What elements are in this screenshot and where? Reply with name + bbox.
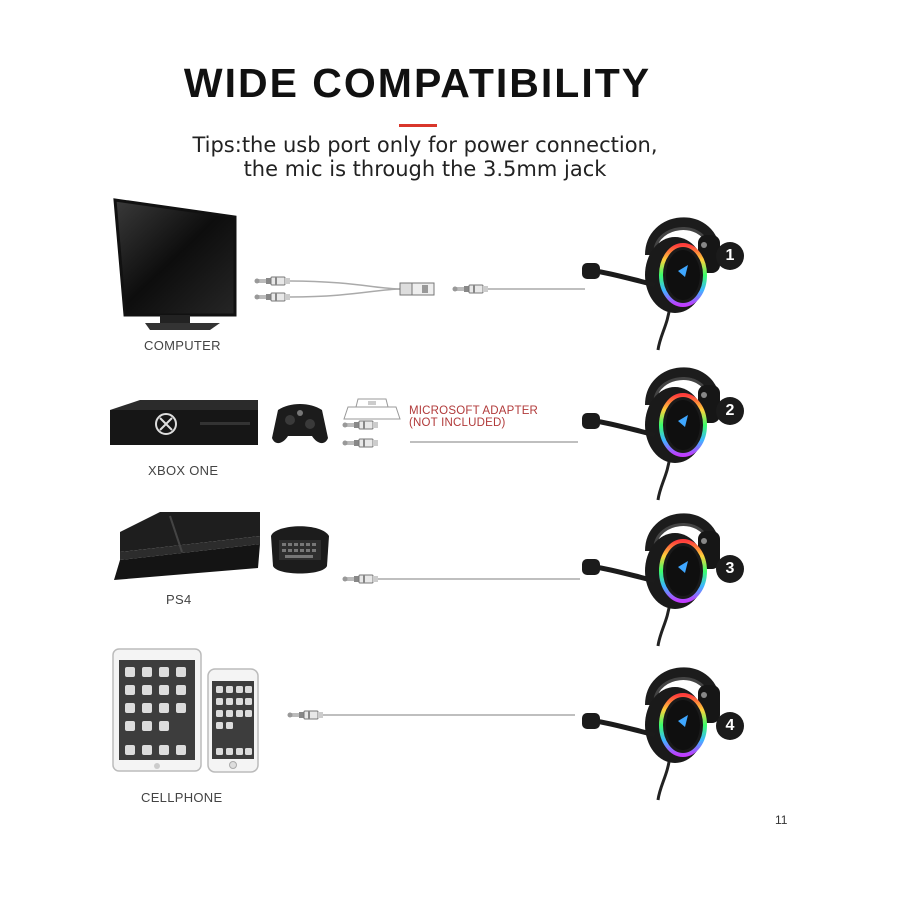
page-number: 11 <box>775 813 788 827</box>
audio-jack-icon <box>342 574 580 584</box>
ps4-console-icon <box>114 512 260 580</box>
number-badge-3: 3 <box>716 555 744 583</box>
tablet-icon <box>112 648 202 772</box>
device-label-computer: COMPUTER <box>144 338 221 353</box>
splitter-cable-icon <box>254 276 585 302</box>
tips-line-2: the mic is through the 3.5mm jack <box>243 157 607 181</box>
keyboard-controller-icon <box>271 526 329 574</box>
device-label-cellphone: CELLPHONE <box>141 790 223 805</box>
headset-icon <box>620 350 770 510</box>
number-badge-4: 4 <box>716 712 744 740</box>
adapter-note-line-1: MICROSOFT ADAPTER <box>409 405 539 417</box>
device-label-xbox-one: XBOX ONE <box>148 463 219 478</box>
number-badge-2: 2 <box>716 397 744 425</box>
adapter-note: MICROSOFT ADAPTER (NOT INCLUDED) <box>409 405 559 429</box>
xbox-controller-icon <box>272 404 328 444</box>
monitor-icon <box>113 198 237 330</box>
number-badge-1: 1 <box>716 242 744 270</box>
headset-icon <box>620 650 770 810</box>
headset-icon <box>620 496 770 656</box>
tips-line-1: Tips:the usb port only for power connect… <box>192 133 658 157</box>
headset-icon <box>620 200 770 360</box>
title-accent-bar <box>399 124 437 127</box>
xbox-adapter-icon <box>342 398 401 448</box>
audio-jack-icon <box>287 710 575 720</box>
device-label-ps4: PS4 <box>166 592 192 607</box>
adapter-note-line-2: (NOT INCLUDED) <box>409 417 506 429</box>
phone-icon <box>207 668 259 773</box>
cable-line <box>410 441 578 443</box>
page-title: WIDE COMPATIBILITY <box>183 60 652 106</box>
xbox-console-icon <box>110 400 258 445</box>
